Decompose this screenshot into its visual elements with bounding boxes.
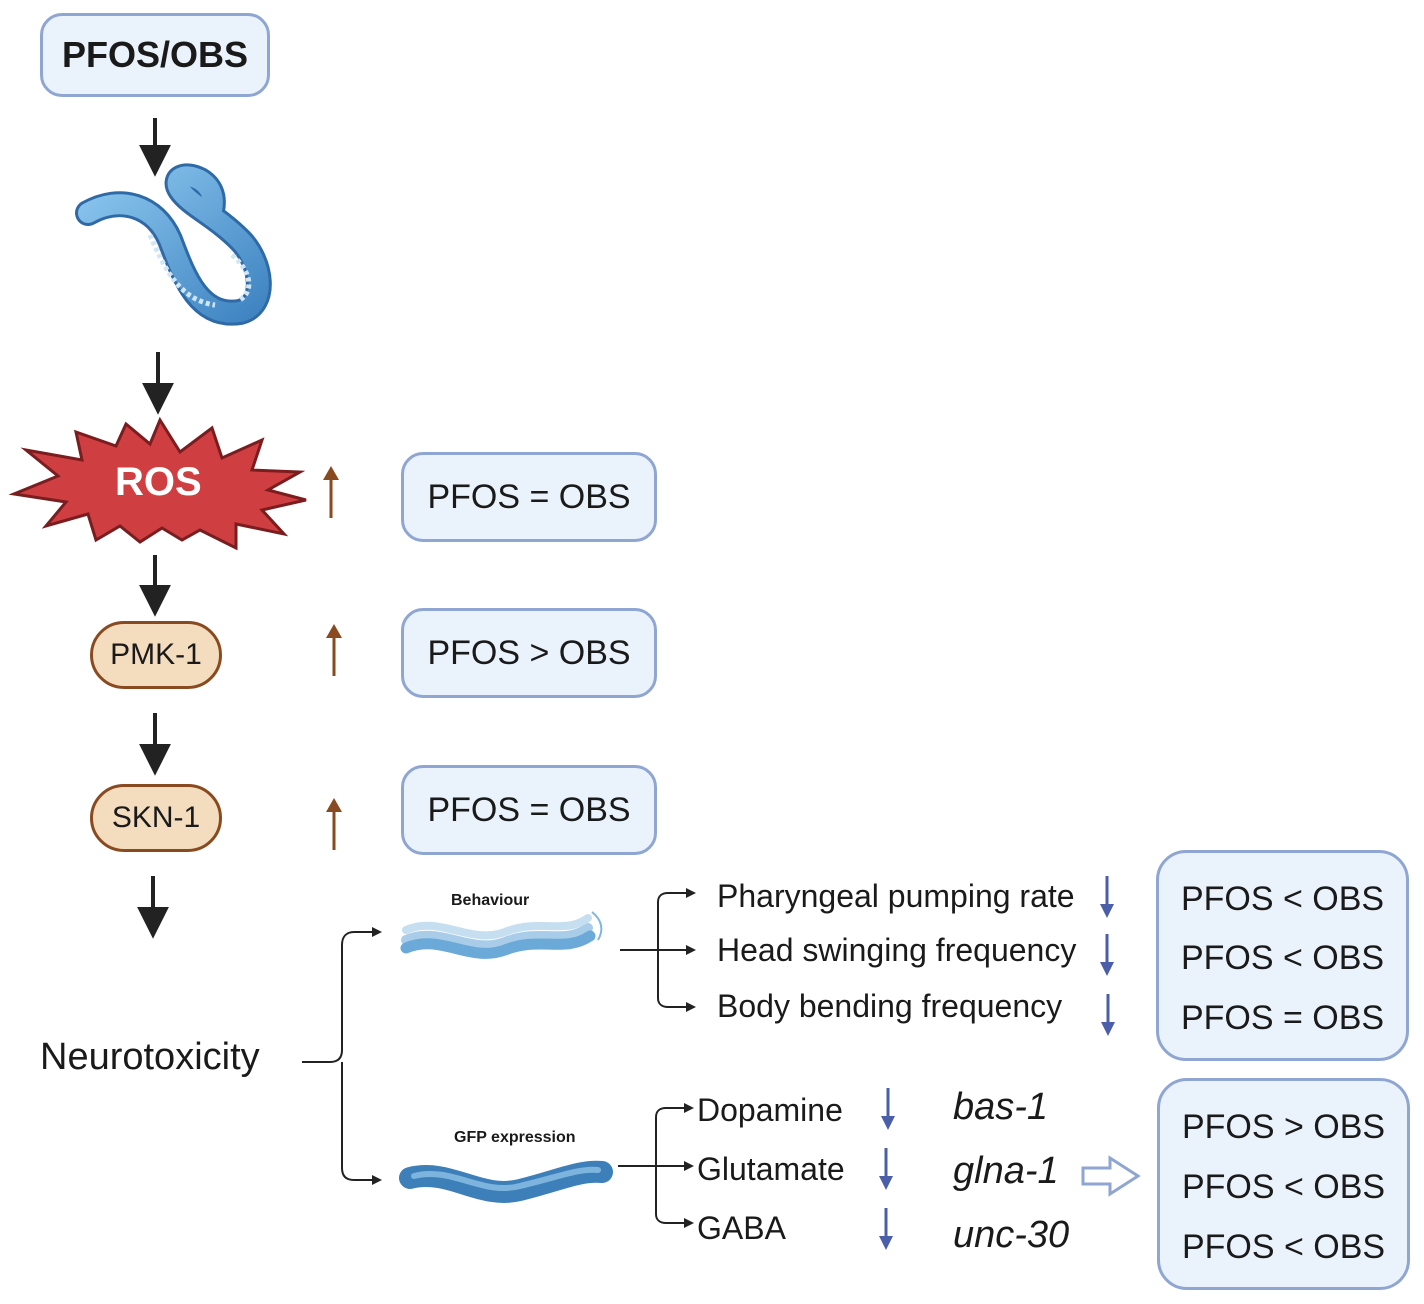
pmk1-label: PMK-1 — [110, 638, 202, 671]
exposure-box: PFOS/OBS — [40, 13, 270, 97]
effect-pumping-rate: Pharyngeal pumping rate — [717, 878, 1075, 914]
gfp-title: GFP expression — [454, 1129, 576, 1146]
effect-dopamine: Dopamine — [697, 1092, 843, 1128]
branch-arrowhead-head — [686, 945, 696, 955]
branch-arrowhead-pumping — [686, 888, 696, 898]
effect-head-swinging: Head swinging frequency — [717, 932, 1077, 968]
comparison-skn1-text: PFOS = OBS — [427, 790, 631, 829]
ros-burst-shape — [8, 416, 307, 551]
behaviour-comparison-2: PFOS < OBS — [1180, 939, 1385, 977]
comparison-pmk1-text: PFOS > OBS — [427, 633, 631, 672]
gene-unc30: unc-30 — [953, 1214, 1070, 1256]
behaviour-comparison-box: PFOS < OBS PFOS < OBS PFOS = OBS — [1156, 850, 1409, 1061]
gfp-comparison-1: PFOS > OBS — [1181, 1108, 1386, 1146]
neurotoxicity-label: Neurotoxicity — [40, 1036, 260, 1078]
increase-arrowhead-skn1 — [326, 798, 342, 812]
behaviour-comparison-1: PFOS < OBS — [1180, 880, 1385, 918]
exposure-label: PFOS/OBS — [61, 34, 249, 75]
ros-label: ROS — [115, 460, 202, 504]
effect-gaba: GABA — [697, 1210, 786, 1246]
hollow-right-arrow-icon — [1081, 1155, 1141, 1197]
gfp-comparison-2: PFOS < OBS — [1181, 1168, 1386, 1206]
decrease-arrows-behaviour — [1100, 876, 1115, 1036]
skn1-node: SKN-1 — [90, 784, 222, 852]
gene-glna1: glna-1 — [953, 1150, 1059, 1192]
nematode-worm-icon — [75, 163, 272, 326]
bracket-arrowhead-behaviour — [372, 927, 382, 937]
comparison-box-ros: PFOS = OBS — [401, 452, 657, 542]
branch-arrowhead-glutamate — [684, 1161, 694, 1171]
gfp-worm-icon — [399, 1160, 613, 1203]
branch-arrowhead-gaba — [684, 1218, 694, 1228]
gfp-comparison-box: PFOS > OBS PFOS < OBS PFOS < OBS — [1157, 1078, 1410, 1290]
gene-bas1: bas-1 — [953, 1086, 1049, 1128]
comparison-box-skn1: PFOS = OBS — [401, 765, 657, 855]
effect-glutamate: Glutamate — [697, 1151, 845, 1187]
gfp-comparison-3: PFOS < OBS — [1181, 1228, 1386, 1266]
behaviour-worm-icon — [400, 911, 603, 959]
increase-arrowhead-ros — [323, 466, 339, 480]
neurotoxicity-bracket — [302, 931, 374, 1181]
comparison-box-pmk1: PFOS > OBS — [401, 608, 657, 698]
skn1-label: SKN-1 — [111, 801, 201, 834]
gfp-branch — [618, 1107, 686, 1224]
behaviour-comparison-3: PFOS = OBS — [1180, 999, 1385, 1037]
branch-arrowhead-body — [686, 1002, 696, 1012]
decrease-arrows-gfp — [879, 1088, 895, 1250]
behaviour-title: Behaviour — [451, 892, 530, 909]
increase-arrowhead-pmk1 — [326, 624, 342, 638]
effect-body-bending: Body bending frequency — [717, 988, 1063, 1024]
behaviour-branch — [620, 892, 688, 1008]
branch-arrowhead-dopamine — [684, 1103, 694, 1113]
pmk1-node: PMK-1 — [90, 621, 222, 689]
comparison-ros-text: PFOS = OBS — [427, 477, 631, 516]
bracket-arrowhead-gfp — [372, 1175, 382, 1185]
